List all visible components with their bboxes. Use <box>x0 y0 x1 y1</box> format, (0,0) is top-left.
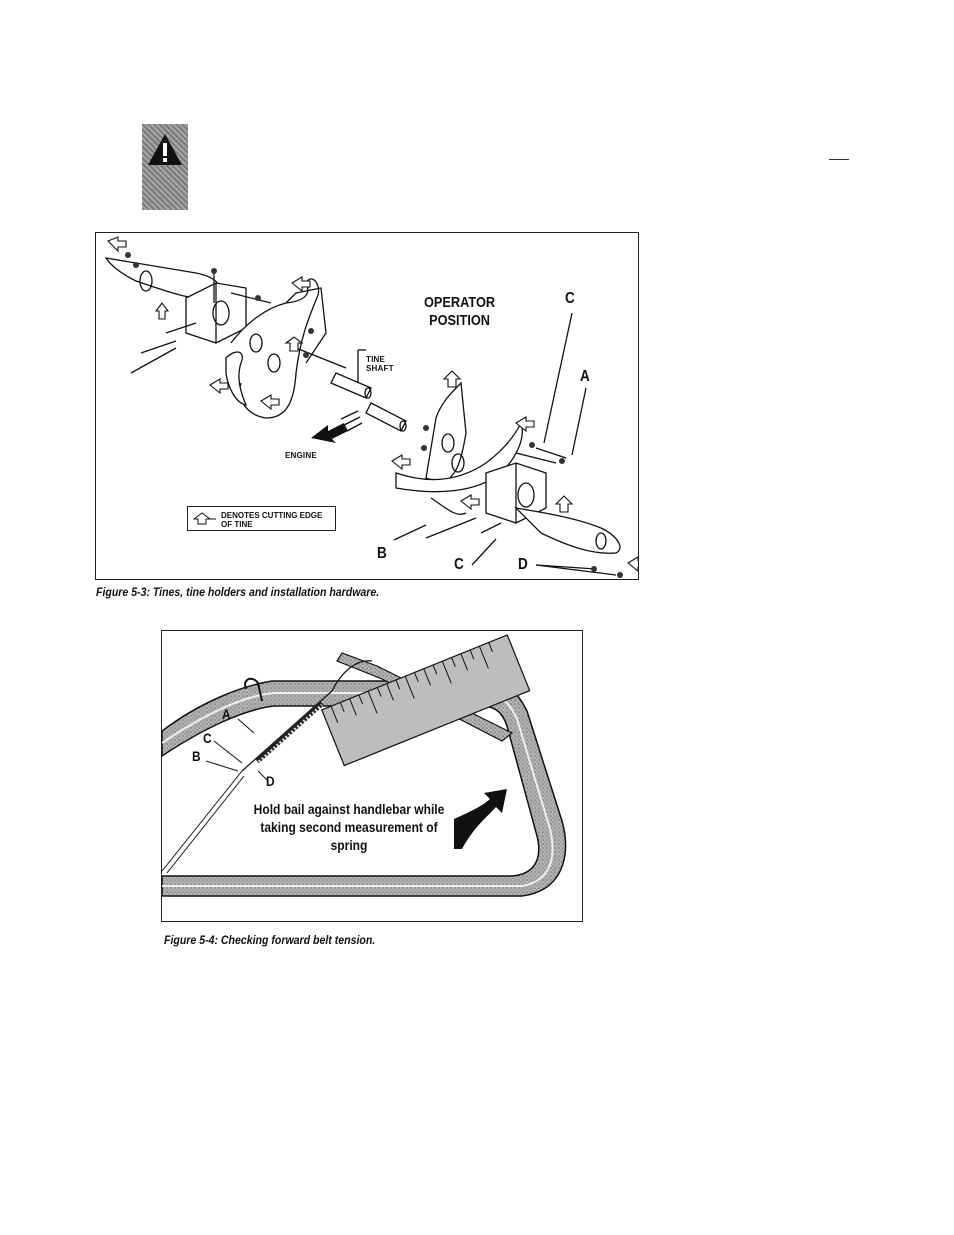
cutting-edge-legend: DENOTES CUTTING EDGE OF TINE <box>187 506 336 531</box>
fig4-callout-b: B <box>192 748 201 764</box>
tine-assembly-illustration <box>96 233 639 580</box>
figure-5-3-caption: Figure 5-3: Tines, tine holders and inst… <box>96 585 379 599</box>
callout-c-bottom: C <box>454 556 464 574</box>
fig4-callout-a: A <box>222 706 231 722</box>
callout-d: D <box>518 556 528 574</box>
callout-a: A <box>580 368 590 386</box>
callout-b: B <box>377 545 387 563</box>
hollow-arrow-icon <box>193 511 217 525</box>
warning-block <box>142 124 188 210</box>
fig4-callout-d: D <box>266 773 275 789</box>
fig4-callout-c: C <box>203 730 212 746</box>
dash-mark <box>829 159 849 160</box>
belt-tension-illustration <box>162 631 583 922</box>
tine-shaft-label: TINE SHAFT <box>366 355 394 373</box>
curved-arrow-icon <box>454 789 507 849</box>
bail-instruction-note: Hold bail against handlebar while taking… <box>246 800 452 854</box>
figure-5-3 <box>95 232 639 580</box>
figure-5-4 <box>161 630 583 922</box>
warning-triangle-icon <box>146 132 184 168</box>
arrow-icon <box>311 411 362 443</box>
operator-position-label: OPERATOR POSITION <box>424 294 495 330</box>
engine-label: ENGINE <box>285 451 317 460</box>
figure-5-4-caption: Figure 5-4: Checking forward belt tensio… <box>164 933 375 947</box>
callout-c-top: C <box>565 290 575 308</box>
